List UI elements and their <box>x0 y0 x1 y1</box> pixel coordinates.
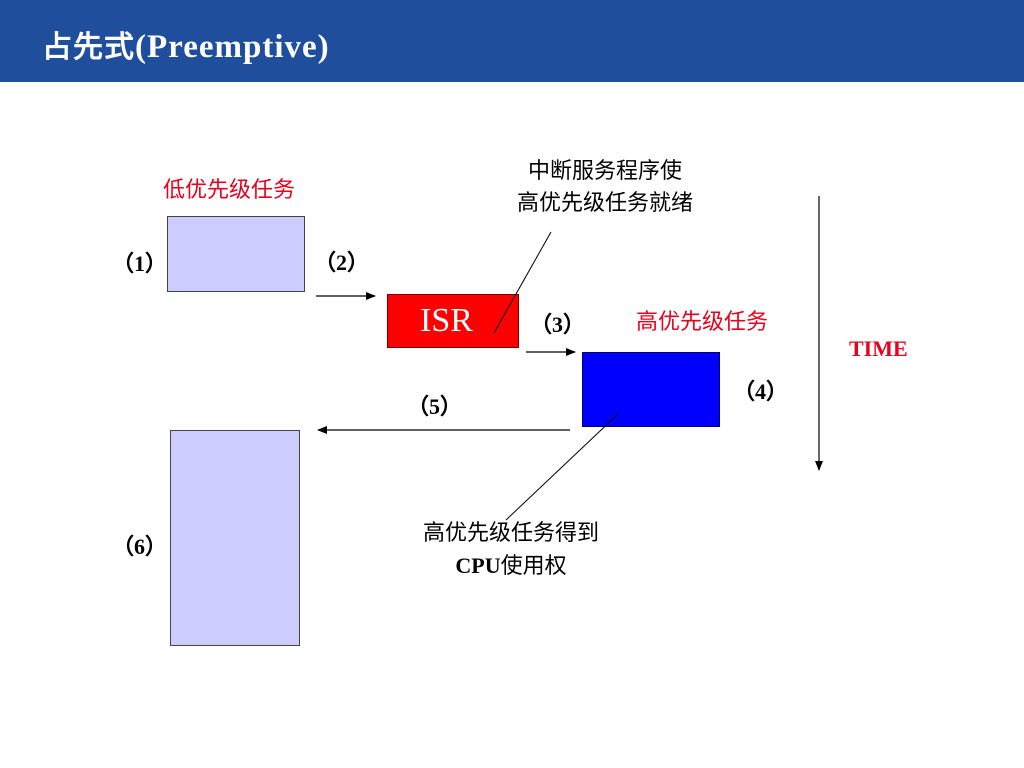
low-priority-task-block-1 <box>167 216 305 292</box>
isr-note-line2: 高优先级任务就绪 <box>516 191 693 216</box>
step-5-label: （5） <box>407 394 463 419</box>
cpu-note-leader-line <box>505 413 619 521</box>
step-2-label: （2） <box>314 250 370 275</box>
title-prefix: 占先式 <box>42 30 135 65</box>
cpu-note: 高优先级任务得到 CPU使用权 <box>384 518 638 583</box>
title-latin: (Preemptive) <box>135 29 330 65</box>
time-axis-label: TIME <box>849 336 908 361</box>
high-priority-task-block <box>582 352 720 427</box>
cpu-note-cpu-text: CPU <box>455 553 501 578</box>
low-priority-task-label: 低优先级任务 <box>163 178 296 203</box>
slide-title: 占先式(Preemptive) <box>42 22 330 66</box>
isr-note-line1: 中断服务程序使 <box>527 159 682 184</box>
isr-note: 中断服务程序使 高优先级任务就绪 <box>474 156 736 220</box>
step-4-label: （4） <box>733 379 789 404</box>
high-priority-task-label: 高优先级任务 <box>636 310 769 335</box>
cpu-note-rest-text: 使用权 <box>500 554 567 579</box>
low-priority-task-block-2 <box>170 430 300 646</box>
step-3-label: （3） <box>530 312 586 337</box>
cpu-note-line1: 高优先级任务得到 <box>422 521 599 546</box>
step-1-label: （1） <box>112 251 168 276</box>
cpu-note-line2: CPU使用权 <box>384 550 638 583</box>
isr-label: ISR <box>420 302 473 339</box>
title-bar <box>0 0 1024 82</box>
step-6-label: （6） <box>112 534 168 559</box>
